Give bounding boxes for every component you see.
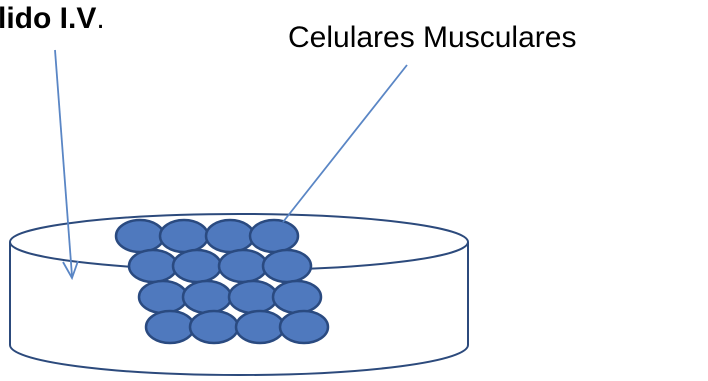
muscle-cell bbox=[206, 220, 254, 252]
muscle-cell bbox=[183, 281, 231, 313]
muscle-cell bbox=[173, 250, 221, 282]
muscle-cell bbox=[129, 250, 177, 282]
liquid-label: lido I.V. bbox=[0, 2, 105, 35]
muscle-cell bbox=[219, 250, 267, 282]
liquid-label-bold: lido I.V bbox=[0, 2, 96, 35]
muscle-cell bbox=[116, 220, 164, 252]
muscle-cell bbox=[250, 220, 298, 252]
cells-label: Celulares Musculares bbox=[288, 21, 576, 54]
muscle-cell bbox=[229, 281, 277, 313]
muscle-cell bbox=[280, 311, 328, 343]
muscle-cell bbox=[190, 311, 238, 343]
cells-pointer-line bbox=[283, 65, 407, 222]
muscle-cell bbox=[139, 281, 187, 313]
muscle-cell bbox=[160, 220, 208, 252]
liquid-label-period: . bbox=[96, 2, 104, 35]
muscle-cell bbox=[273, 281, 321, 313]
muscle-cell bbox=[236, 311, 284, 343]
muscle-cell bbox=[263, 250, 311, 282]
muscle-cell bbox=[146, 311, 194, 343]
